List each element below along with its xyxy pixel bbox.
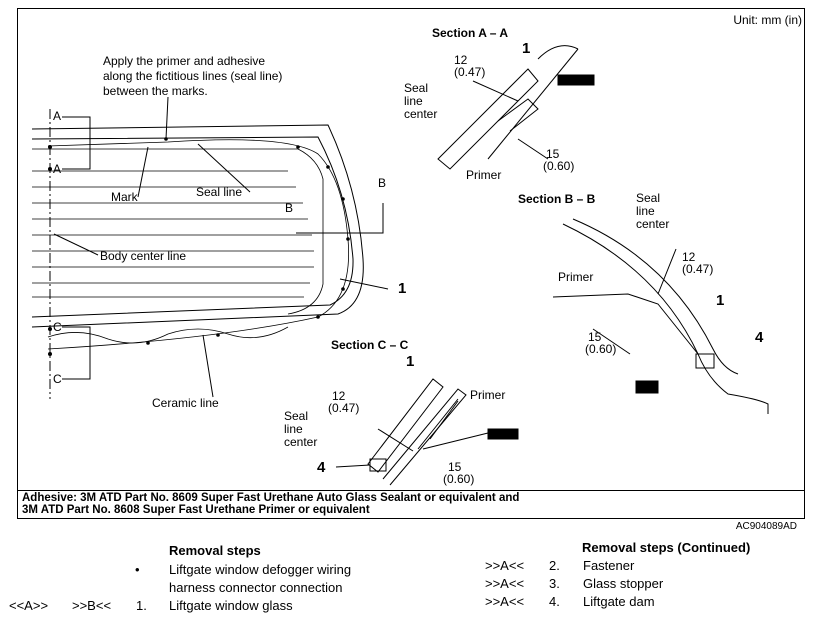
section-cc-title: Section C – C bbox=[331, 338, 409, 352]
section-aa-dim15: 15 bbox=[546, 147, 560, 161]
section-aa-seal-2: line bbox=[404, 94, 423, 108]
step1-text: Liftgate window glass bbox=[169, 598, 293, 613]
section-cc-part4: 4 bbox=[317, 459, 326, 476]
section-bb-dim15: 15 bbox=[588, 330, 602, 344]
step4-num: 4. bbox=[549, 594, 560, 609]
section-cc-seal-1: Seal bbox=[284, 409, 309, 423]
bullet: • bbox=[135, 562, 140, 577]
removal-steps-continued: Removal steps (Continued) >>A<< 2. Faste… bbox=[470, 538, 810, 618]
adhesive-note: Adhesive: 3M ATD Part No. 8609 Super Fas… bbox=[22, 492, 519, 516]
section-bb-title: Section B – B bbox=[518, 192, 596, 206]
removal-steps-header: Removal steps bbox=[169, 543, 261, 558]
step1-mark-b: >>B<< bbox=[72, 598, 112, 613]
section-bb-dim15-in: (0.60) bbox=[585, 342, 617, 356]
section-cc-dim15-in: (0.60) bbox=[443, 472, 475, 486]
a-marker-bottom: A bbox=[53, 162, 62, 176]
step3-num: 3. bbox=[549, 576, 560, 591]
apply-note-2: along the fictitious lines (seal line) bbox=[103, 69, 283, 83]
figure-id: AC904089AD bbox=[735, 521, 797, 532]
c-marker-bottom: C bbox=[53, 372, 62, 386]
adhesive-divider bbox=[18, 490, 804, 491]
section-bb-seal-1: Seal bbox=[636, 191, 661, 205]
section-cc-primer: Primer bbox=[470, 388, 506, 402]
apply-note-1: Apply the primer and adhesive bbox=[103, 54, 266, 68]
step2-num: 2. bbox=[549, 558, 560, 573]
section-aa-dim12: 12 bbox=[454, 53, 468, 67]
section-cc-dim12: 12 bbox=[332, 389, 346, 403]
section-aa-seal-1: Seal bbox=[404, 81, 429, 95]
c-marker-top: C bbox=[53, 320, 62, 334]
section-bb-primer: Primer bbox=[558, 270, 594, 284]
step2-text: Fastener bbox=[583, 558, 635, 573]
section-bb-part4: 4 bbox=[755, 329, 764, 346]
section-aa-title: Section A – A bbox=[432, 26, 509, 40]
section-bb-dim12: 12 bbox=[682, 250, 696, 264]
step4-text: Liftgate dam bbox=[583, 594, 655, 609]
mark-label: Mark bbox=[111, 190, 138, 204]
section-bb-seal-3: center bbox=[636, 217, 670, 231]
ceramic-line-label: Ceramic line bbox=[152, 396, 219, 410]
adhesive-line-2: 3M ATD Part No. 8608 Super Fast Urethane… bbox=[22, 504, 370, 516]
b-marker-left: B bbox=[285, 201, 294, 215]
section-cc-seal-2: line bbox=[284, 422, 303, 436]
service-figure: Unit: mm (in) Section A – A 12 (0.47) 1 … bbox=[17, 8, 805, 519]
section-aa-seal-3: center bbox=[404, 107, 438, 121]
apply-note-3: between the marks. bbox=[103, 84, 208, 98]
a-marker-top: A bbox=[53, 109, 62, 123]
main-part1: 1 bbox=[398, 280, 407, 297]
body-center-line-label: Body center line bbox=[100, 249, 187, 263]
section-cc-dim12-in: (0.47) bbox=[328, 401, 360, 415]
step1-mark-a: <<A>> bbox=[9, 598, 49, 613]
section-cc-part1: 1 bbox=[406, 353, 415, 370]
step3-text: Glass stopper bbox=[583, 576, 664, 591]
step4-mark: >>A<< bbox=[485, 594, 525, 609]
step3-mark: >>A<< bbox=[485, 576, 525, 591]
section-aa-primer: Primer bbox=[466, 168, 502, 182]
bullet-text-2: harness connector connection bbox=[169, 580, 343, 595]
step2-mark: >>A<< bbox=[485, 558, 525, 573]
section-cc-dim15: 15 bbox=[448, 460, 462, 474]
unit-label: Unit: mm (in) bbox=[733, 13, 802, 27]
section-bb-dim12-in: (0.47) bbox=[682, 262, 714, 276]
seal-line-label: Seal line bbox=[196, 185, 243, 199]
section-aa-part1: 1 bbox=[522, 40, 531, 57]
section-aa-dim12-in: (0.47) bbox=[454, 65, 486, 79]
removal-steps: Removal steps • Liftgate window defogger… bbox=[0, 540, 460, 620]
section-aa-dim15-in: (0.60) bbox=[543, 159, 575, 173]
section-bb-seal-2: line bbox=[636, 204, 655, 218]
section-bb-part1: 1 bbox=[716, 292, 725, 309]
section-cc-seal-3: center bbox=[284, 435, 318, 449]
adhesive-line-1: Adhesive: 3M ATD Part No. 8609 Super Fas… bbox=[22, 492, 520, 504]
b-marker-right: B bbox=[378, 176, 387, 190]
glass-diagram bbox=[31, 45, 769, 486]
removal-steps-continued-header: Removal steps (Continued) bbox=[582, 540, 751, 555]
bullet-text-1: Liftgate window defogger wiring bbox=[169, 562, 352, 577]
step1-num: 1. bbox=[136, 598, 147, 613]
